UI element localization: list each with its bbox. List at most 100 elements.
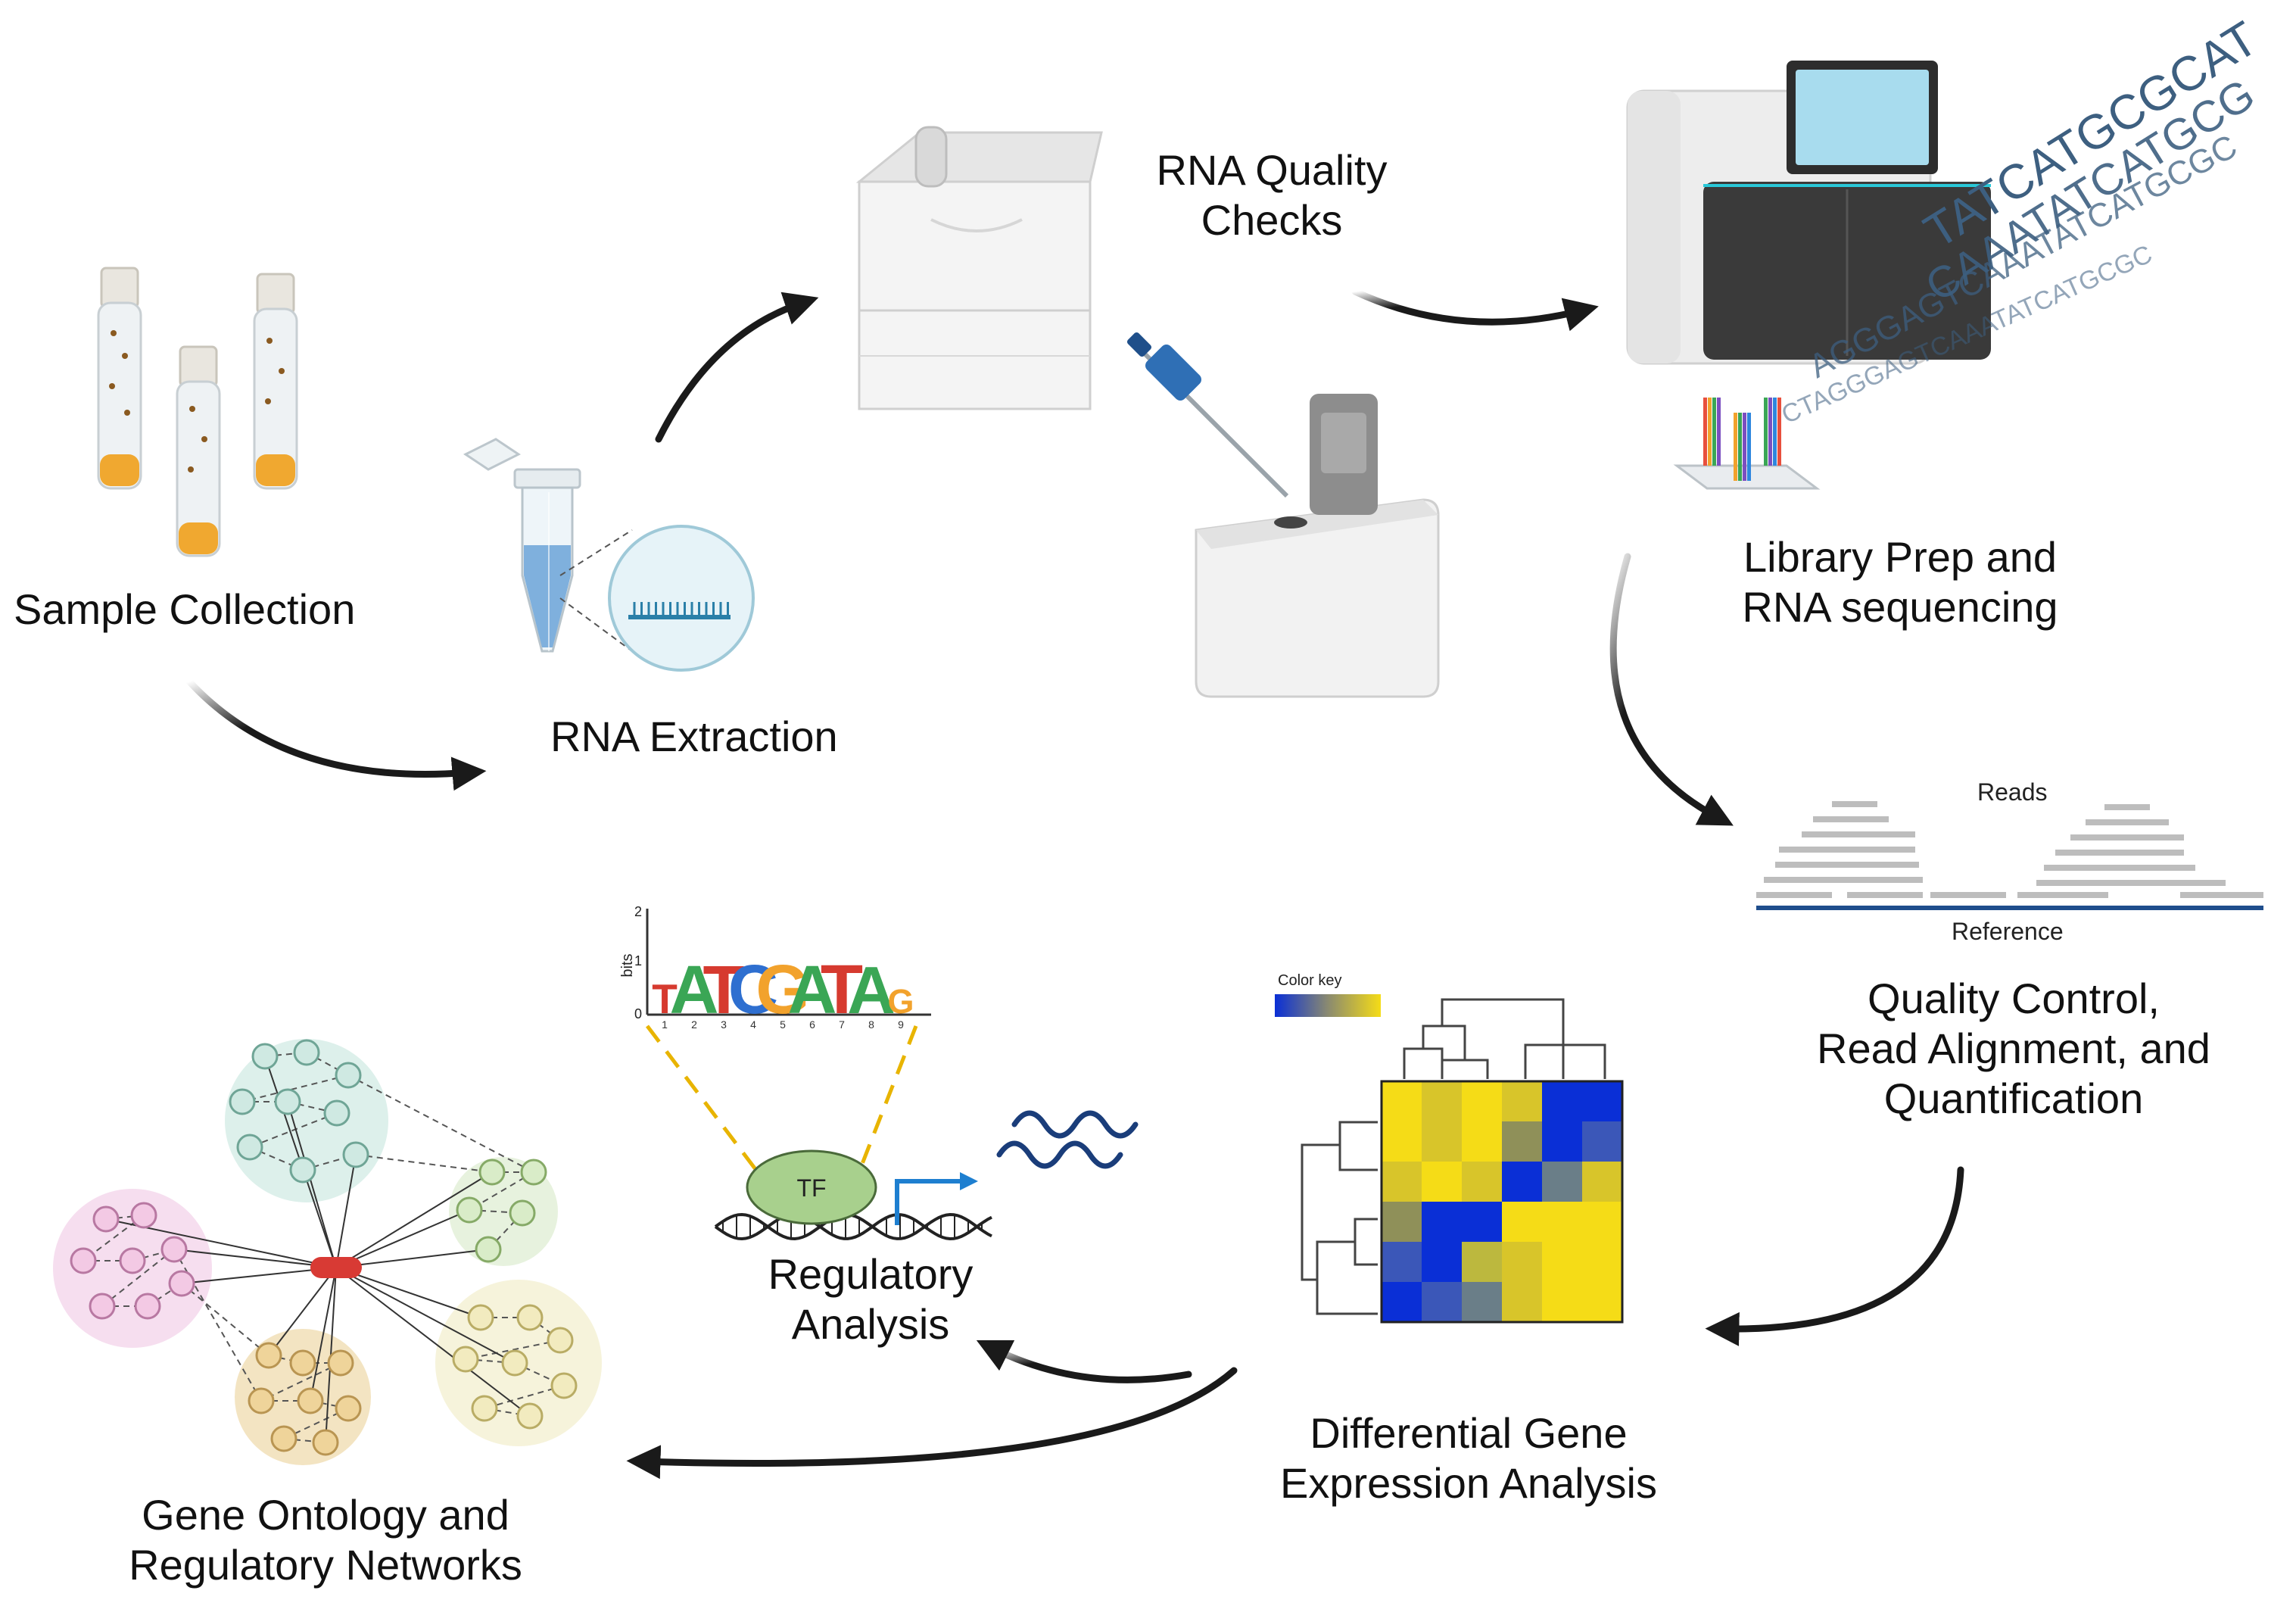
arrow-dge-to-regulatory bbox=[976, 1339, 1192, 1383]
network-node bbox=[550, 1372, 578, 1399]
network-node bbox=[501, 1349, 528, 1377]
read-bar bbox=[2070, 834, 2184, 840]
read-bar bbox=[1813, 816, 1889, 822]
library-line-2: RNA sequencing bbox=[1742, 583, 2058, 631]
motif-position: 6 bbox=[809, 1018, 815, 1031]
network-node bbox=[509, 1199, 536, 1227]
arrow-dge-to-network bbox=[626, 1367, 1238, 1480]
network-node bbox=[335, 1395, 362, 1422]
heatmap-cell bbox=[1502, 1081, 1542, 1121]
motif-letter: T bbox=[652, 975, 678, 1022]
motif-letter: G bbox=[755, 951, 810, 1028]
heatmap-cell bbox=[1422, 1282, 1462, 1322]
motif-letter: C bbox=[728, 951, 778, 1028]
network-node bbox=[475, 1236, 502, 1263]
network-node bbox=[168, 1270, 195, 1297]
step-label-differential-expression: Differential Gene Expression Analysis bbox=[1257, 1408, 1681, 1508]
qc-line-2: Read Alignment, and bbox=[1817, 1024, 2210, 1072]
color-key-label: Color key bbox=[1278, 972, 1342, 989]
heatmap-cell bbox=[1382, 1162, 1422, 1202]
read-bar bbox=[2055, 850, 2184, 856]
motif-y-tick: 1 bbox=[634, 953, 642, 968]
network-node bbox=[456, 1196, 483, 1224]
network-node bbox=[289, 1156, 316, 1184]
bioanalyzer-instrument-icon bbox=[855, 126, 1103, 410]
read-bar bbox=[1802, 831, 1915, 837]
column-dendrogram bbox=[1403, 998, 1606, 1079]
network-node bbox=[119, 1247, 146, 1274]
heatmap-cell bbox=[1462, 1202, 1502, 1242]
flow-arrows bbox=[185, 288, 1964, 1480]
heatmap-cell bbox=[1422, 1121, 1462, 1162]
motif-letter: A bbox=[670, 953, 719, 1028]
step-label-library-prep: Library Prep and RNA sequencing bbox=[1703, 532, 2097, 632]
heatmap-cell bbox=[1462, 1162, 1502, 1202]
heatmap-cell bbox=[1462, 1081, 1502, 1121]
heatmap-border bbox=[1380, 1080, 1624, 1324]
nanodrop-spectrophotometer-icon bbox=[1195, 394, 1440, 698]
heatmap-cell bbox=[1382, 1242, 1422, 1282]
motif-letter: T bbox=[821, 951, 863, 1028]
heatmap-cell bbox=[1582, 1282, 1622, 1322]
heatmap-cell bbox=[1582, 1121, 1622, 1162]
transcription-start-arrow-icon bbox=[895, 1172, 978, 1225]
read-bar bbox=[2104, 804, 2150, 810]
tf-label: TF bbox=[796, 1174, 826, 1202]
step-label-sample-collection: Sample Collection bbox=[14, 585, 356, 633]
go-line-2: Regulatory Networks bbox=[129, 1541, 522, 1589]
library-line-1: Library Prep and bbox=[1743, 533, 2057, 581]
step-label-regulatory-analysis: Regulatory Analysis bbox=[727, 1249, 1014, 1349]
heatmap-cell bbox=[1422, 1242, 1462, 1282]
heatmap-cell bbox=[1462, 1282, 1502, 1322]
rna-quality-line-1: RNA Quality bbox=[1156, 146, 1388, 194]
magnifier-icon bbox=[559, 525, 755, 672]
heatmap-cell bbox=[1542, 1282, 1582, 1322]
step-label-rna-quality: RNA Quality Checks bbox=[1136, 145, 1408, 245]
motif-position: 7 bbox=[839, 1018, 845, 1031]
network-node bbox=[471, 1395, 498, 1422]
network-node bbox=[251, 1043, 279, 1070]
sequencer-instrument-icon bbox=[1626, 61, 1991, 365]
heatmap-cell bbox=[1422, 1162, 1462, 1202]
vial-icon-2 bbox=[176, 345, 221, 557]
heatmap-cell bbox=[1502, 1162, 1542, 1202]
mrna-wave-icon bbox=[996, 1110, 1139, 1169]
heatmap-cell bbox=[1422, 1202, 1462, 1242]
motif-zoom-lines bbox=[646, 1024, 918, 1183]
network-node bbox=[516, 1304, 544, 1331]
network-hub bbox=[310, 1257, 362, 1278]
network-node bbox=[229, 1088, 256, 1115]
network-node bbox=[274, 1088, 301, 1115]
network-node bbox=[297, 1387, 324, 1414]
motif-position: 4 bbox=[750, 1018, 756, 1031]
read-bar bbox=[1756, 892, 1832, 898]
vial-icon-3 bbox=[253, 273, 298, 490]
network-node bbox=[236, 1134, 263, 1161]
read-bar bbox=[2180, 892, 2263, 898]
gene-network-illustration bbox=[53, 1039, 602, 1465]
read-bar bbox=[2017, 892, 2108, 898]
dge-line-1: Differential Gene bbox=[1310, 1409, 1628, 1457]
network-node bbox=[134, 1293, 161, 1320]
heatmap-cell bbox=[1382, 1121, 1422, 1162]
arrow-quality-to-sequencing bbox=[1351, 288, 1599, 332]
heatmap-cell bbox=[1542, 1081, 1582, 1121]
motif-position: 8 bbox=[868, 1018, 874, 1031]
network-node bbox=[467, 1304, 494, 1331]
step-label-rna-extraction: RNA Extraction bbox=[550, 713, 838, 760]
arrow-sample-to-extraction bbox=[185, 678, 487, 791]
motif-letter: G bbox=[887, 982, 914, 1021]
heatmap-cell bbox=[1502, 1282, 1542, 1322]
network-node bbox=[520, 1159, 547, 1186]
network-node bbox=[335, 1062, 362, 1089]
reads-label: Reads bbox=[1977, 778, 2048, 806]
heatmap-illustration bbox=[1275, 994, 1624, 1324]
qc-line-3: Quantification bbox=[1883, 1074, 2144, 1122]
color-key-gradient bbox=[1275, 994, 1381, 1017]
network-node bbox=[327, 1349, 354, 1377]
flow-cell-icon bbox=[1673, 398, 1821, 490]
rna-quality-line-2: Checks bbox=[1201, 196, 1343, 244]
